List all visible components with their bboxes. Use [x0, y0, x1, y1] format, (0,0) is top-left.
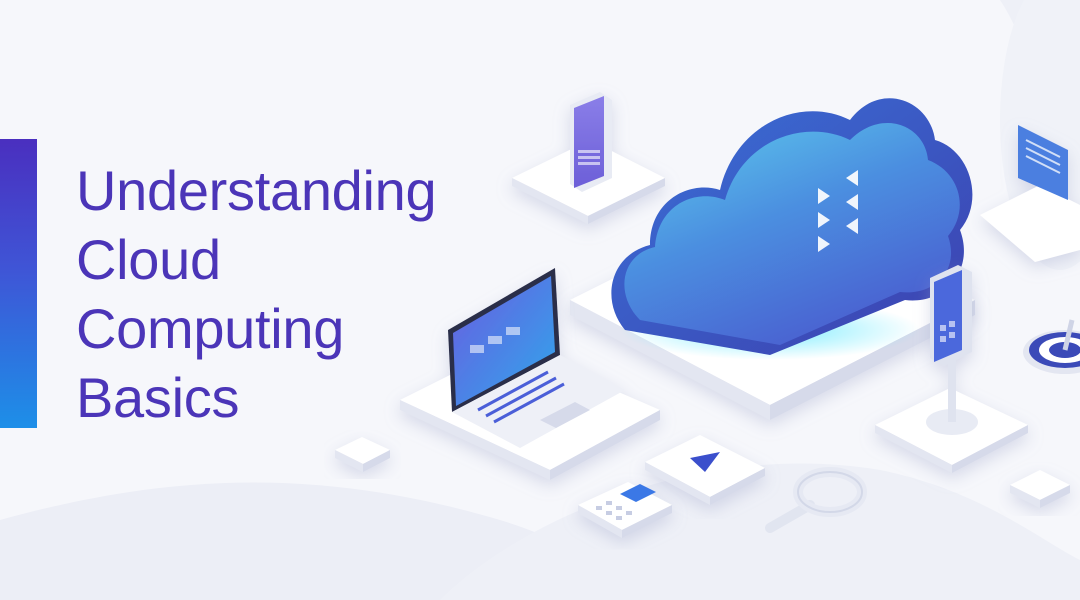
- accent-bar: [0, 139, 37, 428]
- play-card-icon: [645, 435, 765, 505]
- calculator-icon: [578, 482, 672, 538]
- magnifier-icon: [765, 467, 867, 533]
- title-line-4: Basics: [76, 366, 240, 429]
- title-line-1: Understanding: [76, 159, 437, 222]
- title-line-2: Cloud: [76, 228, 221, 291]
- document-icon: [980, 125, 1080, 262]
- page-title: Understanding Cloud Computing Basics: [76, 156, 437, 432]
- cloud-icon: [611, 98, 973, 356]
- title-line-3: Computing: [76, 297, 345, 360]
- small-cube-left: [335, 437, 390, 472]
- laptop-icon: [400, 268, 660, 480]
- kiosk-icon: [875, 265, 1028, 473]
- small-cube-right: [1010, 470, 1070, 508]
- smartphone-icon: [512, 92, 665, 224]
- target-icon: [1023, 319, 1080, 374]
